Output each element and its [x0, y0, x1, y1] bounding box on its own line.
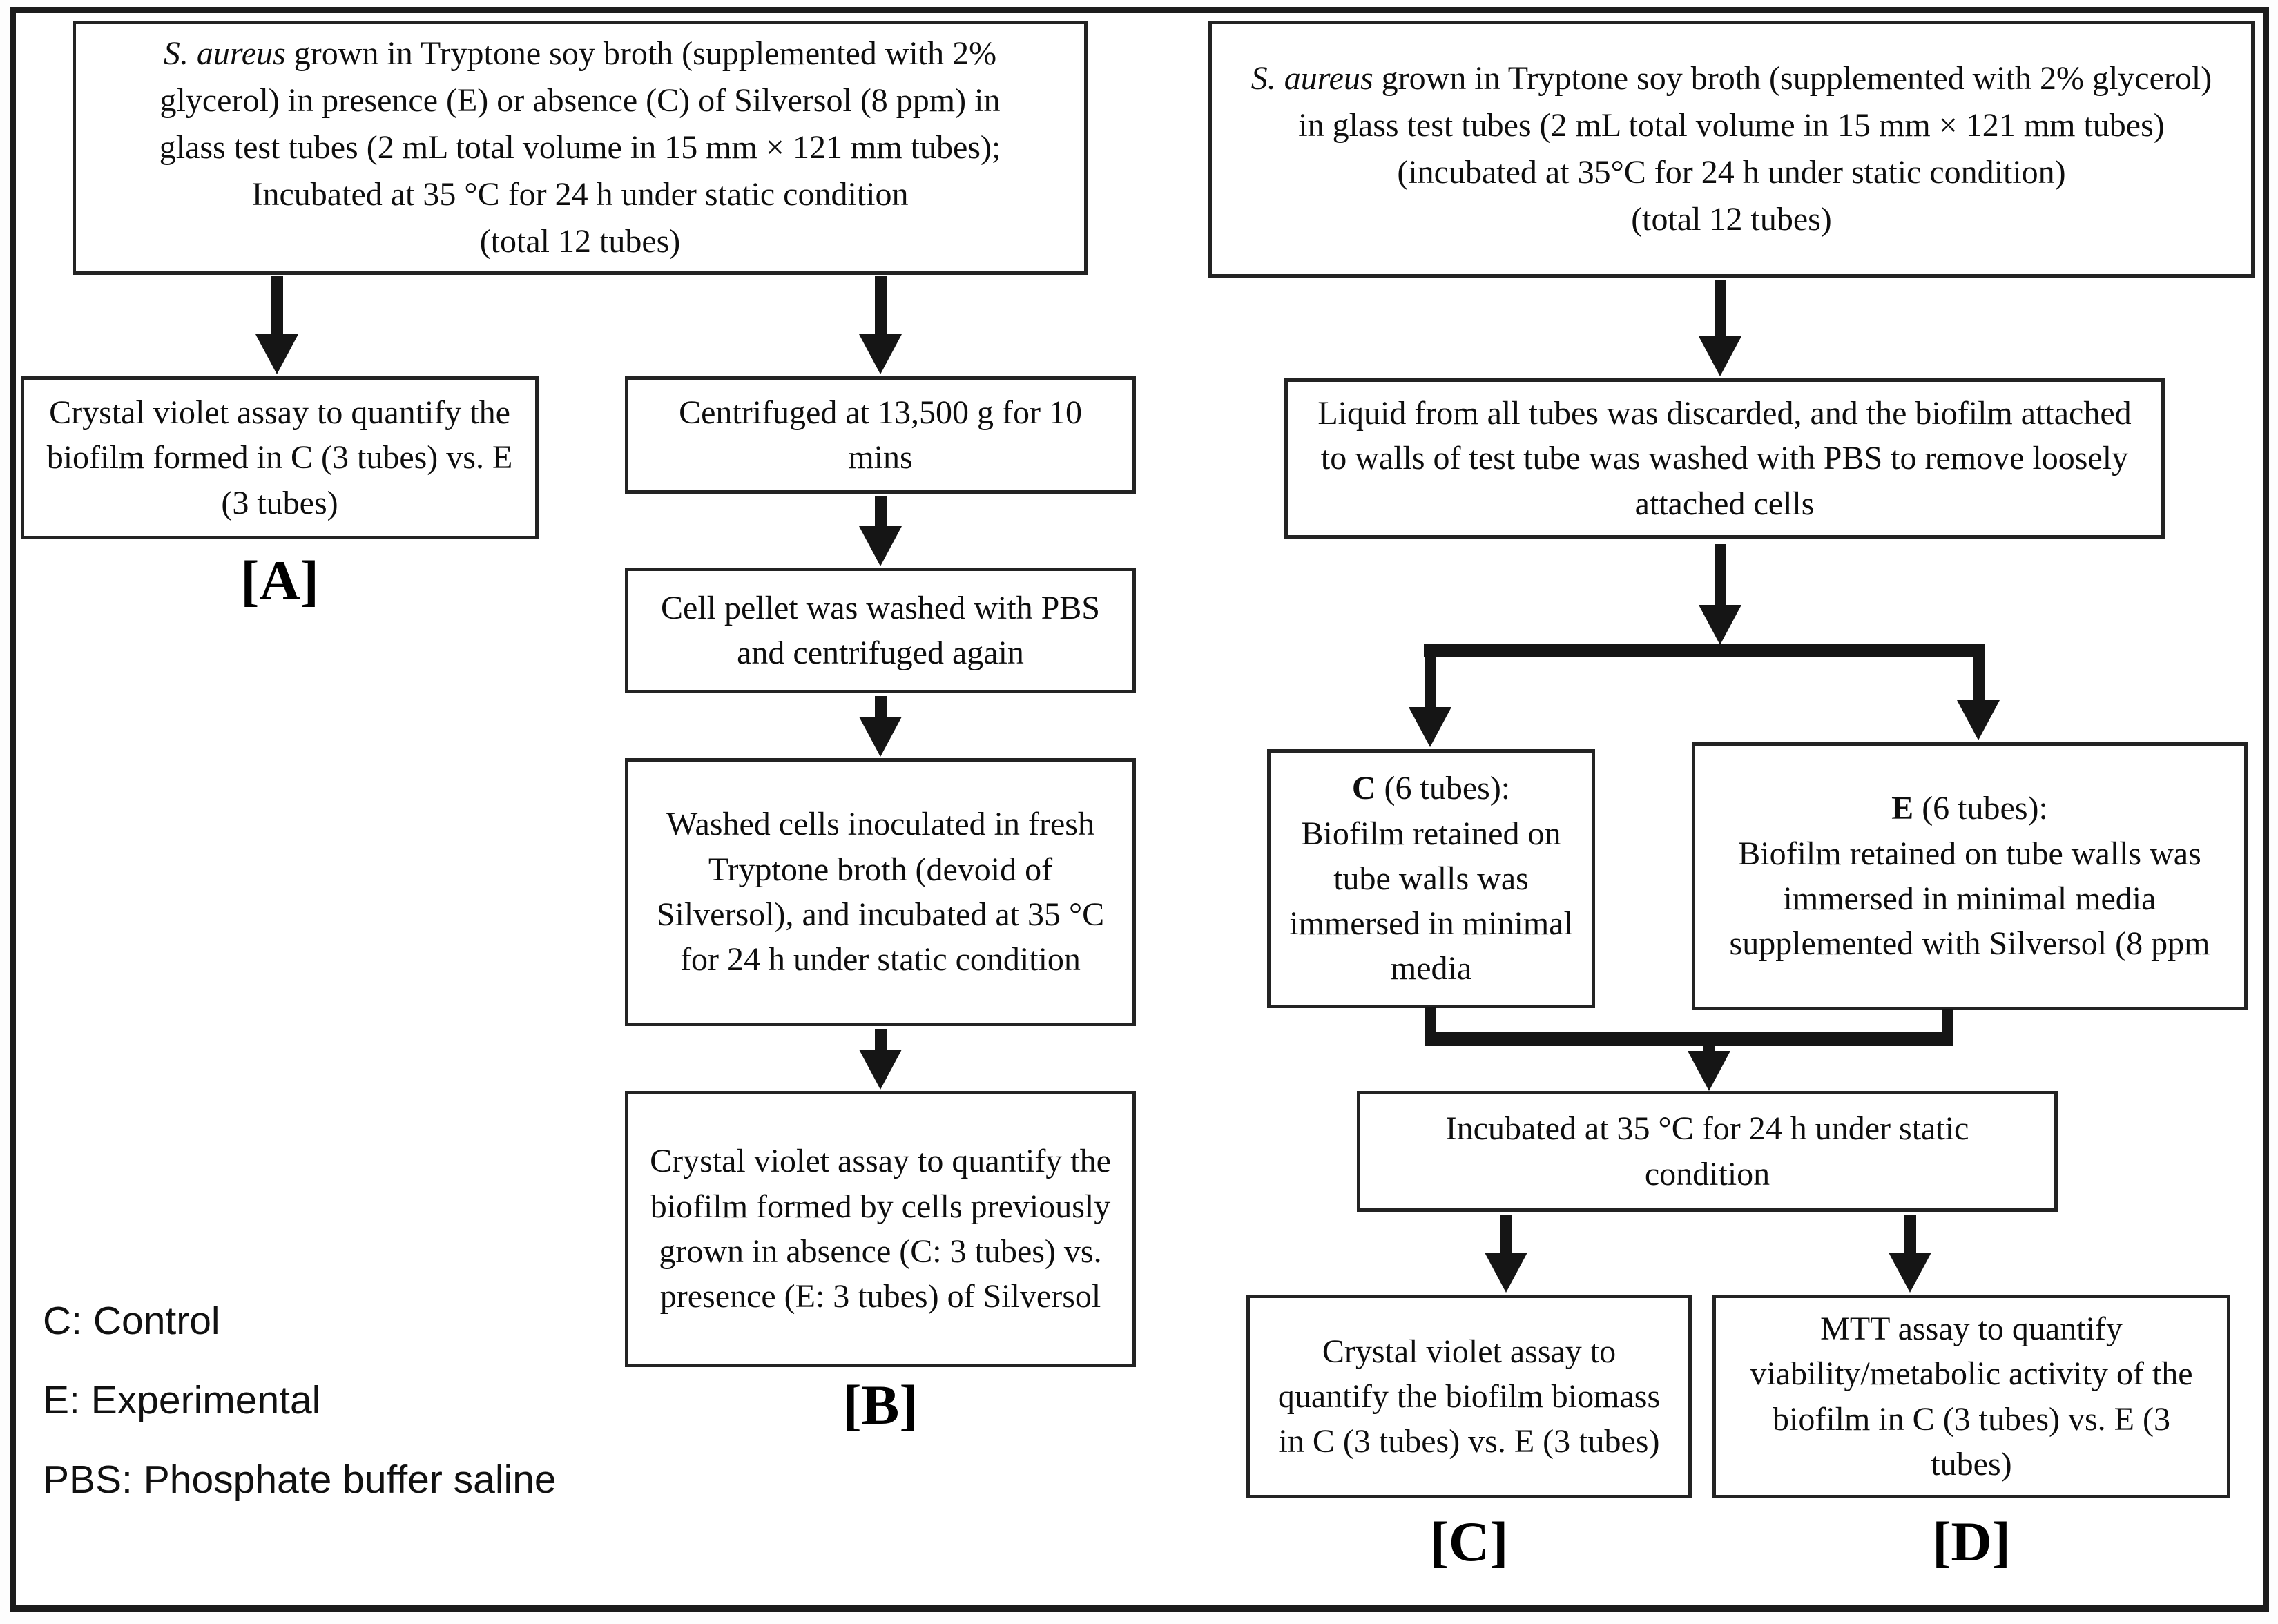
- arrow-stem: [1972, 656, 1985, 700]
- box-c-6-tubes: C (6 tubes): Biofilm retained on tube wa…: [1267, 749, 1595, 1008]
- label-branch-a: [A]: [240, 549, 319, 612]
- culture-incubation: (incubated at 35°C for 24 h under static…: [1397, 154, 2066, 191]
- arrow-head-icon: [1688, 1051, 1730, 1091]
- box-e-6-tubes: E (6 tubes): Biofilm retained on tube wa…: [1692, 742, 2248, 1010]
- arrow-to-discard: [1699, 280, 1741, 376]
- box-incubated-static: Incubated at 35 °C for 24 h under static…: [1357, 1091, 2058, 1212]
- arrow-head-icon: [1957, 700, 2000, 740]
- species-italic: S. aureus: [163, 35, 286, 72]
- label-branch-c: [C]: [1429, 1510, 1509, 1573]
- arrow-merge-to-incubate: [1688, 1045, 1730, 1091]
- species-italic: S. aureus: [1251, 59, 1373, 97]
- box-culture-plain: S. aureus grown in Tryptone soy broth (s…: [1208, 21, 2255, 278]
- label-branch-b: [B]: [842, 1373, 918, 1436]
- legend-control: C: Control: [43, 1299, 220, 1343]
- box-culture-with-silversol: S. aureus grown in Tryptone soy broth (s…: [73, 21, 1088, 275]
- arrow-stem: [1714, 280, 1726, 336]
- culture-total-tubes: (total 12 tubes): [479, 223, 681, 260]
- culture-text: S. aureus grown in Tryptone soy broth (s…: [1251, 59, 2221, 144]
- arrow-head-icon: [859, 717, 902, 757]
- box-cell-pellet-washed: Cell pellet was washed with PBS and cent…: [625, 568, 1136, 693]
- arrow-to-split: [1699, 544, 1741, 645]
- arrow-stem: [874, 1029, 887, 1050]
- arrow-stem: [1904, 1215, 1916, 1253]
- c6-body: Biofilm retained on tube walls was immer…: [1289, 815, 1573, 987]
- arrow-split-to-e6: [1957, 656, 2000, 740]
- merge-connector-bar: [1425, 1032, 1953, 1046]
- c6-heading: C (6 tubes):: [1351, 770, 1511, 807]
- arrow-stem: [874, 696, 887, 717]
- arrow-head-icon: [1699, 336, 1741, 376]
- box-crystal-violet-b: Crystal violet assay to quantify the bio…: [625, 1091, 1136, 1367]
- c-bold: C: [1351, 770, 1376, 807]
- e6-heading: E (6 tubes):: [1891, 790, 2048, 827]
- arrow-head-icon: [255, 334, 298, 374]
- arrow-to-box-a: [255, 276, 298, 374]
- legend: C: Control E: Experimental PBS: Phosphat…: [43, 1282, 557, 1520]
- arrow-to-mtt-d: [1889, 1215, 1931, 1293]
- box-crystal-violet-a: Crystal violet assay to quantify the bio…: [21, 376, 539, 539]
- legend-pbs: PBS: Phosphate buffer saline: [43, 1458, 557, 1502]
- arrow-stem: [874, 276, 887, 334]
- e6-body: Biofilm retained on tube walls was immer…: [1729, 835, 2210, 963]
- arrow-head-icon: [859, 526, 902, 566]
- box-crystal-violet-c: Crystal violet assay to quantify the bio…: [1246, 1295, 1692, 1498]
- arrow-stem: [1703, 1045, 1715, 1051]
- box-washed-cells-inoculated: Washed cells inoculated in fresh Trypton…: [625, 758, 1136, 1026]
- arrow-head-icon: [1699, 605, 1741, 645]
- split-connector-bar: [1424, 644, 1985, 657]
- box-centrifuged: Centrifuged at 13,500 g for 10 mins: [625, 376, 1136, 494]
- arrow-split-to-c6: [1409, 656, 1451, 747]
- box-liquid-discarded: Liquid from all tubes was discarded, and…: [1284, 378, 2165, 539]
- arrow-head-icon: [1485, 1253, 1527, 1293]
- arrow-stem: [874, 496, 887, 526]
- arrow-stem: [1714, 544, 1726, 605]
- merge-stem-e6: [1942, 1009, 1953, 1034]
- arrow-head-icon: [859, 334, 902, 374]
- culture-total-tubes: (total 12 tubes): [1631, 201, 1832, 238]
- legend-experimental: E: Experimental: [43, 1378, 321, 1423]
- arrow-head-icon: [1889, 1253, 1931, 1293]
- merge-stem-c6: [1425, 1007, 1436, 1034]
- e-bold: E: [1891, 790, 1914, 827]
- arrow-to-centrifuge: [859, 276, 902, 374]
- arrow-stem: [1500, 1215, 1512, 1253]
- arrow-inoculate-to-assay: [859, 1029, 902, 1090]
- arrow-head-icon: [859, 1050, 902, 1090]
- culture-text: S. aureus grown in Tryptone soy broth (s…: [159, 35, 1010, 213]
- label-branch-d: [D]: [1932, 1510, 2011, 1573]
- arrow-stem: [1424, 656, 1436, 707]
- box-mtt-d: MTT assay to quantify viability/metaboli…: [1712, 1295, 2230, 1498]
- arrow-centrifuge-to-wash: [859, 496, 902, 566]
- arrow-wash-to-inoculate: [859, 696, 902, 757]
- arrow-to-crystal-violet-c: [1485, 1215, 1527, 1293]
- arrow-head-icon: [1409, 707, 1451, 747]
- arrow-stem: [271, 276, 283, 334]
